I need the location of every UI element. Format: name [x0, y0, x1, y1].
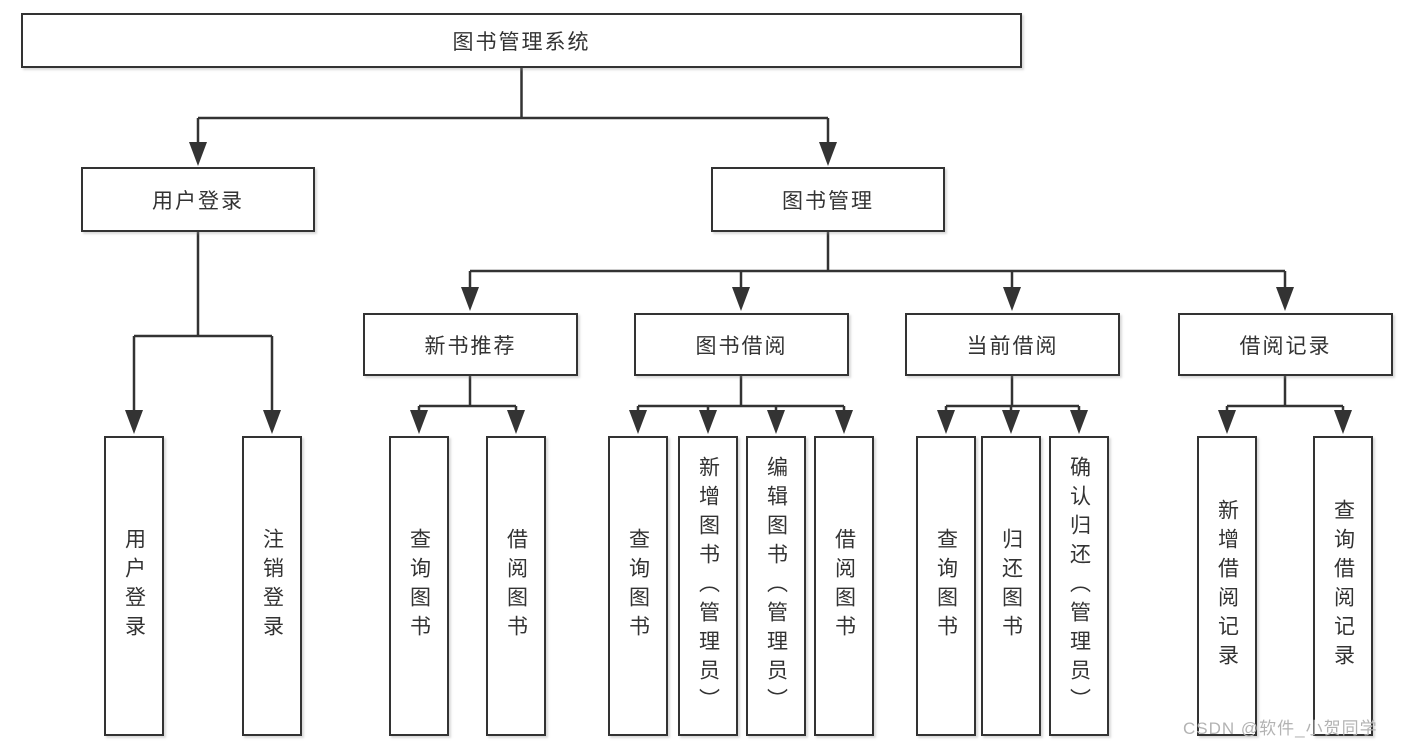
leaf-query-books-recommend-label: 查询图书 [407, 528, 431, 644]
arrow-down-icon [189, 142, 207, 166]
leaf-query-books-borrow-label: 查询图书 [626, 528, 650, 644]
arrow-down-icon [1218, 410, 1236, 434]
leaf-query-books-borrow: 查询图书 [608, 436, 668, 736]
node-root-system-label: 图书管理系统 [452, 30, 591, 54]
arrow-down-icon [767, 410, 785, 434]
connector-book-borrow-group [636, 376, 846, 412]
leaf-edit-books-admin: 编辑图书（管理员） [746, 436, 806, 736]
leaf-add-books-admin-label: 新增图书（管理员） [696, 455, 720, 717]
node-root-system: 图书管理系统 [21, 13, 1022, 68]
leaf-logout: 注销登录 [242, 436, 302, 736]
leaf-borrow-books-recommend-label: 借阅图书 [504, 528, 528, 644]
arrow-down-icon [1070, 410, 1088, 434]
node-new-book-recommend: 新书推荐 [363, 313, 578, 376]
connector-user-login-group [132, 232, 274, 412]
leaf-edit-books-admin-label: 编辑图书（管理员） [764, 455, 788, 717]
arrow-down-icon [125, 410, 143, 434]
arrow-down-icon [819, 142, 837, 166]
leaf-query-books-current-label: 查询图书 [934, 528, 958, 644]
arrow-down-icon [1002, 410, 1020, 434]
leaf-add-borrow-record-label: 新增借阅记录 [1215, 499, 1239, 673]
arrow-down-icon [410, 410, 428, 434]
leaf-query-books-current: 查询图书 [916, 436, 976, 736]
leaf-borrow-books-label: 借阅图书 [832, 528, 856, 644]
node-current-borrow: 当前借阅 [905, 313, 1120, 376]
leaf-add-borrow-record: 新增借阅记录 [1197, 436, 1257, 736]
leaf-query-books-recommend: 查询图书 [389, 436, 449, 736]
connector-new-book-recommend-group [417, 376, 518, 412]
arrow-down-icon [629, 410, 647, 434]
node-current-borrow-label: 当前借阅 [966, 334, 1059, 358]
leaf-user-login-label: 用户登录 [122, 528, 146, 644]
leaf-return-books: 归还图书 [981, 436, 1041, 736]
leaf-borrow-books: 借阅图书 [814, 436, 874, 736]
arrow-down-icon [1334, 410, 1352, 434]
node-new-book-recommend-label: 新书推荐 [424, 334, 517, 358]
connector-book-management-to-level3 [468, 232, 1287, 289]
leaf-query-borrow-record: 查询借阅记录 [1313, 436, 1373, 736]
node-book-borrow-label: 图书借阅 [695, 334, 788, 358]
leaf-query-borrow-record-label: 查询借阅记录 [1331, 499, 1355, 673]
arrow-down-icon [263, 410, 281, 434]
arrow-down-icon [1276, 287, 1294, 311]
node-user-login: 用户登录 [81, 167, 315, 232]
node-book-borrow: 图书借阅 [634, 313, 849, 376]
node-book-management-label: 图书管理 [782, 189, 874, 213]
arrow-down-icon [937, 410, 955, 434]
leaf-logout-label: 注销登录 [260, 528, 284, 644]
node-user-login-label: 用户登录 [152, 189, 244, 213]
connector-current-borrow-group [944, 376, 1081, 412]
node-book-management: 图书管理 [711, 167, 945, 232]
connector-root-to-level2 [196, 68, 830, 144]
arrow-down-icon [1003, 287, 1021, 311]
connector-borrow-records-group [1225, 376, 1345, 412]
leaf-confirm-return-admin-label: 确认归还（管理员） [1067, 455, 1091, 717]
node-borrow-records: 借阅记录 [1178, 313, 1393, 376]
leaf-add-books-admin: 新增图书（管理员） [678, 436, 738, 736]
leaf-return-books-label: 归还图书 [999, 528, 1023, 644]
arrow-down-icon [699, 410, 717, 434]
csdn-watermark: CSDN @软件_小贺同学 [1183, 719, 1378, 738]
leaf-confirm-return-admin: 确认归还（管理员） [1049, 436, 1109, 736]
leaf-user-login: 用户登录 [104, 436, 164, 736]
arrow-down-icon [461, 287, 479, 311]
arrow-down-icon [732, 287, 750, 311]
node-borrow-records-label: 借阅记录 [1239, 334, 1332, 358]
arrow-down-icon [835, 410, 853, 434]
arrow-down-icon [507, 410, 525, 434]
leaf-borrow-books-recommend: 借阅图书 [486, 436, 546, 736]
